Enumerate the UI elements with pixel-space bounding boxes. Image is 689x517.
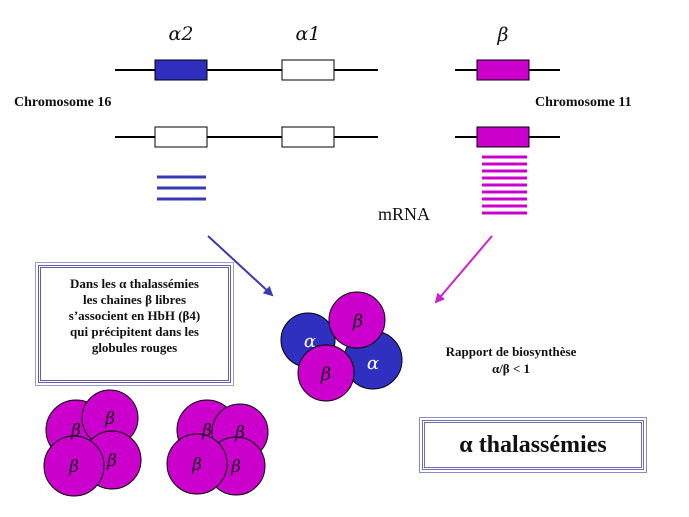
note-line-4: qui précipitent dans les — [70, 324, 199, 339]
hbh-left-beta-1: β — [70, 421, 81, 441]
hbh-cluster-right — [166, 399, 269, 496]
alpha2-gene-lower — [154, 126, 208, 148]
alpha-letter-right: α — [367, 353, 379, 374]
title-box: α thalassémies — [419, 417, 647, 473]
hbh-right-beta-3: β — [230, 457, 241, 477]
note-line-2: les chaines β libres — [82, 292, 187, 307]
beta-mrna-lines — [482, 155, 527, 215]
hemoglobin-complex — [280, 291, 403, 402]
arrow-alpha-to-complex — [207, 235, 274, 297]
alpha1-gene-lower — [281, 126, 335, 148]
hbh-left-beta-3: β — [106, 451, 117, 471]
hbh-cluster-left — [43, 389, 142, 497]
beta-label: β — [497, 24, 509, 46]
hbh-right-beta-2: β — [234, 423, 245, 443]
alpha2-label: α2 — [169, 23, 194, 45]
arrow-beta-to-complex — [434, 235, 493, 304]
chromosome-16-label: Chromosome 16 — [14, 95, 111, 110]
beta-globule-bottom — [297, 344, 355, 402]
page-title: α thalassémies — [459, 431, 607, 458]
alpha-mrna-lines — [157, 175, 206, 201]
note-line-1: Dans les α thalassémies — [70, 276, 199, 291]
note-line-3: s’associent en HbH (β4) — [68, 308, 201, 323]
hbh-right-beta-1: β — [201, 421, 212, 441]
note-line-5: globules rouges — [91, 340, 178, 355]
hbh-right-beta-4: β — [191, 455, 202, 475]
alpha1-gene-upper — [281, 59, 335, 81]
beta-globule-top — [328, 291, 386, 349]
hbh-left-beta-4: β — [68, 457, 79, 477]
alpha2-gene-upper — [154, 59, 208, 81]
beta-gene-upper — [476, 59, 530, 81]
ratio-line-1: Rapport de biosynthèse — [446, 344, 577, 359]
beta-gene-lower — [476, 126, 530, 148]
alpha-letter-left: α — [304, 331, 316, 352]
beta-letter-bottom: β — [320, 364, 331, 385]
mrna-label: mRNA — [378, 204, 430, 224]
hbh-left-beta-2: β — [104, 409, 115, 429]
hbh-note-box: Dans les α thalassémies les chaines β li… — [35, 262, 234, 386]
beta-letter-top: β — [352, 311, 363, 332]
ratio-line-2: α/β < 1 — [492, 361, 530, 376]
chromosome-11-label: Chromosome 11 — [535, 95, 632, 110]
alpha1-label: α1 — [296, 23, 321, 45]
